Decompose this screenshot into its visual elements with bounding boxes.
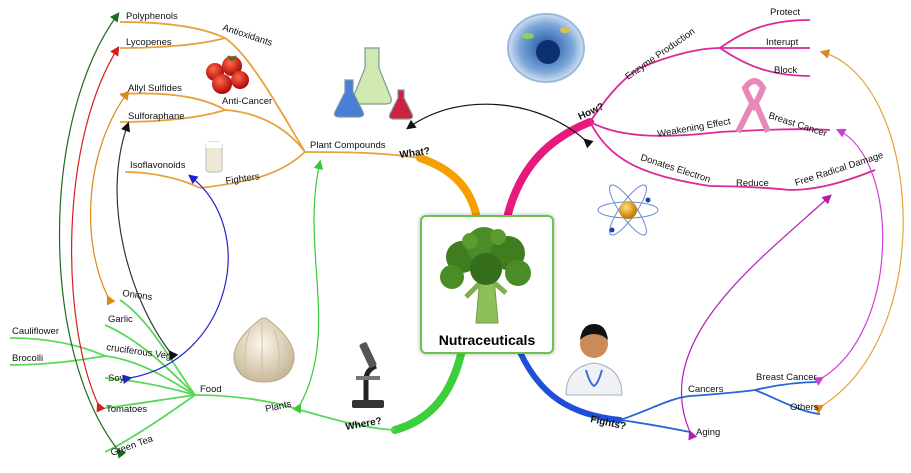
- others-label: Others: [790, 402, 819, 413]
- garlic-image: [234, 318, 294, 382]
- central-node: Nutraceuticals: [420, 215, 554, 354]
- fights-label: Fights?: [589, 414, 627, 432]
- pink-ribbon-image: [738, 81, 768, 132]
- fighters-label: Fighters: [225, 171, 261, 187]
- breast-cancer-how-label: Breast Cancer: [767, 110, 828, 139]
- cauliflower-label: Cauliflower: [12, 326, 59, 337]
- isoflavonoids-label: Isoflavonoids: [130, 160, 186, 171]
- weakening-effect-label: Weakening Effect: [657, 116, 732, 140]
- block-label: Block: [774, 65, 797, 76]
- what-trunk: [420, 158, 476, 214]
- breast-cancer-fights-label: Breast Cancer: [756, 372, 817, 383]
- tomatoes-label: Tomatoes: [106, 404, 147, 415]
- aging-label: Aging: [696, 427, 720, 438]
- link-aging-freeradical: [681, 196, 830, 432]
- garlic-label: Garlic: [108, 314, 133, 325]
- where-branches: [10, 300, 395, 452]
- atom-image: [598, 181, 658, 239]
- brocolli-label: Brocolli: [12, 353, 43, 364]
- link-polyphenols-greentea: [60, 14, 119, 450]
- doctor-image: [566, 324, 622, 395]
- plant-compounds-label: Plant Compounds: [310, 140, 386, 151]
- anti-cancer-label: Anti-Cancer: [222, 96, 272, 107]
- antioxidants-label: Antioxidants: [221, 22, 274, 49]
- polyphenols-label: Polyphenols: [126, 11, 178, 22]
- cell-image: [508, 14, 584, 82]
- donates-electron-label: Donates Electron: [639, 152, 712, 185]
- cancers-label: Cancers: [688, 384, 724, 395]
- interupt-label: Interupt: [766, 37, 799, 48]
- microscope-image: [352, 342, 384, 408]
- broccoli-image: [422, 217, 552, 329]
- sulforaphane-label: Sulforaphane: [128, 111, 185, 122]
- soy-label: Soy: [108, 373, 125, 384]
- lab-flasks-image: [335, 48, 413, 119]
- link-others-protect: [822, 52, 903, 406]
- link-plants-plantcompounds: [300, 162, 320, 405]
- how-trunk: [508, 122, 590, 214]
- food-label: Food: [200, 384, 222, 395]
- tomato-image: [206, 56, 249, 94]
- where-trunk: [395, 350, 462, 430]
- soy-milk-image: [206, 142, 222, 172]
- where-label: Where?: [345, 416, 383, 433]
- onions-label: Onions: [122, 288, 154, 303]
- protect-label: Protect: [770, 7, 800, 18]
- enzyme-production-label: Enzyme Production: [623, 26, 697, 82]
- allyl-sulfides-label: Allyl Sulfides: [128, 83, 182, 94]
- reduce-label: Reduce: [736, 178, 769, 189]
- how-branches: [590, 20, 875, 190]
- central-title: Nutraceuticals: [422, 332, 552, 348]
- lycopenes-label: Lycopenes: [126, 37, 172, 48]
